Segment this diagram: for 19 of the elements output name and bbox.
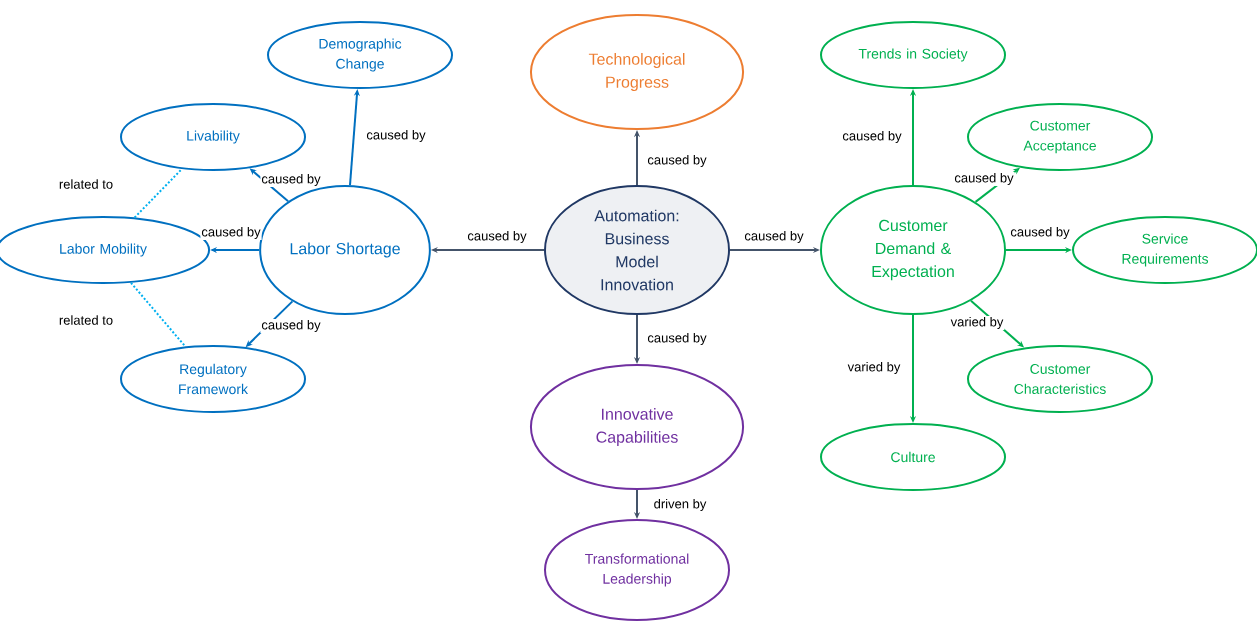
edge-label: caused by: [466, 229, 528, 245]
edge-label: caused by: [260, 318, 322, 334]
edge-label: caused by: [365, 128, 427, 144]
edge-label: caused by: [646, 153, 708, 169]
edge-label: varied by: [846, 360, 902, 376]
edge-label: caused by: [260, 172, 322, 188]
edge-label: varied by: [949, 315, 1005, 331]
connector-line: [130, 281, 187, 348]
arrow: [349, 89, 360, 187]
edge-label: caused by: [841, 129, 903, 145]
connector-line: [133, 168, 183, 219]
edge-label: related to: [57, 178, 115, 190]
edge-label: caused by: [953, 171, 1015, 187]
edge-label: driven by: [652, 497, 708, 513]
edge-label: caused by: [743, 229, 805, 245]
edge-label: caused by: [1009, 225, 1071, 241]
edge-label: caused by: [200, 225, 262, 241]
edge-label: caused by: [646, 331, 708, 347]
edge-label: related to: [57, 314, 115, 326]
